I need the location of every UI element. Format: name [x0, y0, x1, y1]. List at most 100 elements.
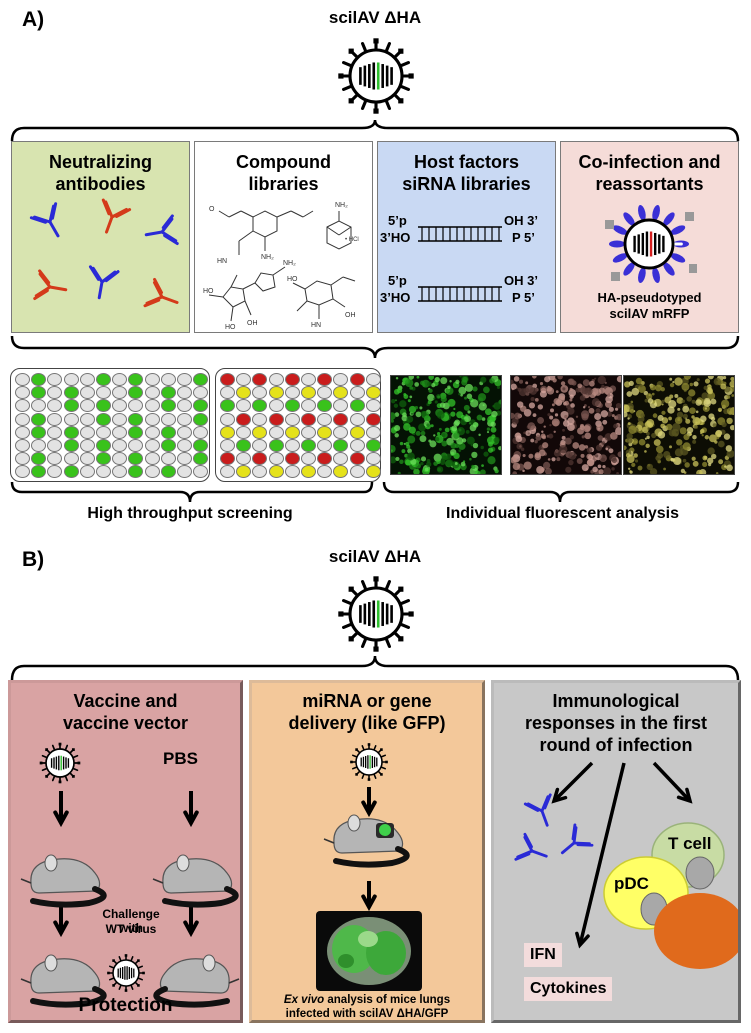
plate-well: [333, 386, 349, 400]
plate-well: [193, 452, 209, 466]
plate-well: [79, 452, 95, 466]
virus-icon-a: [338, 38, 414, 114]
pseudotyped-caption-2: scilAV mRFP: [609, 306, 690, 321]
host-title-1: Host factors: [413, 152, 520, 172]
plate-well: [284, 452, 300, 466]
plate-well: [31, 465, 47, 479]
plate-well: [268, 412, 284, 426]
plate-well: [79, 412, 95, 426]
plate-well: [236, 452, 252, 466]
plate-well: [365, 373, 381, 386]
plate-well: [128, 386, 144, 400]
panel-b-virus-title: scilAV ΔHA: [328, 547, 422, 566]
plate-well: [63, 465, 79, 479]
plate-1: [10, 368, 210, 482]
plate-well: [160, 439, 176, 452]
plate-well: [144, 452, 160, 466]
svg-text:HN: HN: [217, 258, 227, 265]
plate-well: [268, 425, 284, 439]
plate-well: [128, 399, 144, 413]
plate-well: [252, 439, 268, 452]
plate-well: [15, 412, 30, 426]
lung-caption-1: Ex vivo analysis of mice lungs: [252, 994, 482, 1006]
plate-well: [317, 386, 333, 400]
plate-well: [63, 452, 79, 466]
plate-well: [31, 425, 47, 439]
plate-well: [349, 425, 365, 439]
sirna2-p5: P 5’: [512, 290, 535, 305]
sirna1-3ho: 3’HO: [380, 230, 410, 245]
cytokines-label: Cytokines: [524, 977, 613, 1001]
plate-well: [220, 373, 235, 386]
plate-well: [63, 412, 79, 426]
plate-well: [31, 373, 47, 386]
plate-well: [79, 399, 95, 413]
plate-well: [79, 465, 95, 479]
plate-well: [96, 452, 111, 466]
plate-well: [96, 373, 111, 386]
plate-well: [317, 465, 333, 479]
sirna1-5p: 5’p: [388, 213, 407, 228]
plate-well: [144, 439, 160, 452]
mirna-title-1: miRNA or gene: [302, 691, 432, 711]
plate-well: [236, 425, 252, 439]
plate-well: [96, 439, 111, 452]
immuno-title-3: round of infection: [539, 735, 693, 755]
plate-well: [220, 386, 235, 400]
plate-well: [349, 399, 365, 413]
neutralizing-antibodies-box: Neutralizing antibodies: [11, 141, 190, 333]
svg-text:OH: OH: [247, 320, 258, 327]
plate-well: [236, 373, 252, 386]
plate-well: [79, 425, 95, 439]
host-factors-box: Host factors siRNA libraries 5’p 3’HO OH…: [377, 141, 556, 333]
plate-well: [365, 425, 381, 439]
coinfection-title-1: Co-infection and: [578, 152, 721, 172]
screening-label: High throughput screening: [87, 505, 293, 522]
plate-well: [284, 373, 300, 386]
virus-icon-b: [338, 576, 414, 652]
svg-text:NH₂: NH₂: [283, 260, 296, 267]
plate-well: [284, 386, 300, 400]
plate-well: [160, 465, 176, 479]
plate-well: [301, 386, 316, 400]
tcell-label: T cell: [668, 834, 711, 853]
coinfection-box: Co-infection and reassortants HA-pseudot…: [560, 141, 739, 333]
plate-well: [47, 373, 63, 386]
plate-well: [252, 425, 268, 439]
plate-well: [15, 399, 30, 413]
plate-well: [112, 452, 128, 466]
plate-well: [252, 399, 268, 413]
plate-well: [236, 439, 252, 452]
plate-well: [15, 425, 30, 439]
plate-well: [31, 412, 47, 426]
plate-well: [177, 425, 192, 439]
vaccine-box: Vaccine and vaccine vector PBS Challenge…: [8, 680, 243, 1023]
plate-well: [220, 452, 235, 466]
green-fluorescence-image: [387, 374, 504, 477]
brace-top-b: [10, 655, 740, 681]
plate-well: [128, 425, 144, 439]
svg-text:HO: HO: [287, 276, 298, 283]
plate-well: [63, 439, 79, 452]
svg-text:NH₂: NH₂: [335, 202, 348, 209]
plate-well: [301, 439, 316, 452]
sirna2-oh3: OH 3’: [504, 273, 538, 288]
svg-text:HO: HO: [203, 288, 214, 295]
plate-well: [15, 465, 30, 479]
merged-fluorescence-image: [621, 372, 738, 477]
plate-well: [112, 425, 128, 439]
svg-text:O: O: [209, 206, 215, 213]
antibodies-illustration: [29, 198, 179, 308]
fluorescent-label: Individual fluorescent analysis: [446, 505, 679, 522]
plate-well: [47, 452, 63, 466]
plate-well: [193, 399, 209, 413]
plate-well: [47, 386, 63, 400]
vaccine-mice-illustration: [20, 791, 240, 1008]
plate-well: [301, 399, 316, 413]
lung-caption-rest: analysis of mice lungs: [324, 994, 451, 1006]
plate-well: [301, 425, 316, 439]
plate-well: [236, 386, 252, 400]
plate-well: [349, 439, 365, 452]
sirna2-5p: 5’p: [388, 273, 407, 288]
plate-well: [31, 386, 47, 400]
